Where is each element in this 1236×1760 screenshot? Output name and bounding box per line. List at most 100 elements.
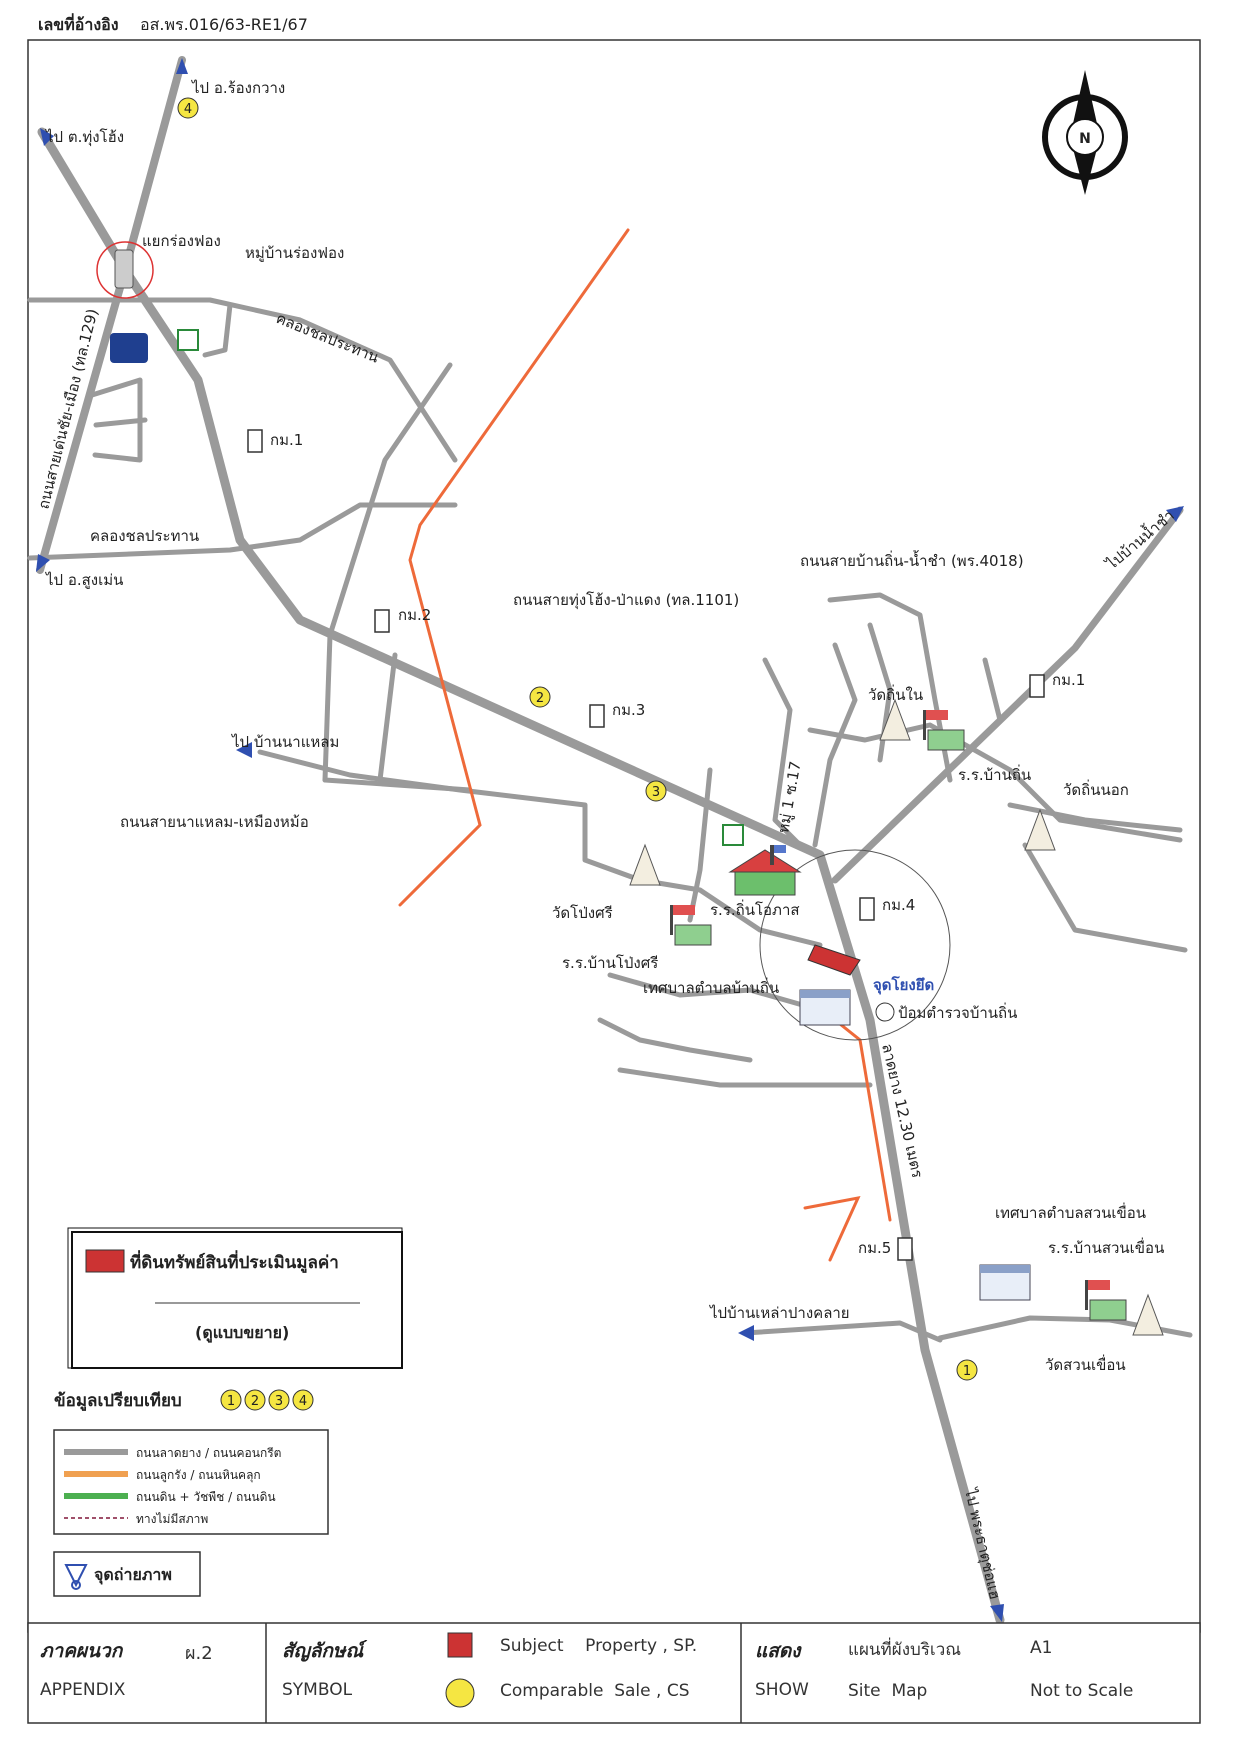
road-north-b [827, 592, 953, 783]
subject-legend-frame [67, 1227, 403, 1369]
km-post-icon [589, 704, 605, 728]
junction-ring [96, 241, 154, 299]
photo-point-label: จุดถ่ายภาพ [94, 1565, 172, 1585]
road-legend-box [53, 1429, 329, 1535]
km-post-icon [1029, 674, 1045, 698]
comparable-markers: 1 2 3 4 [177, 97, 978, 1381]
footer-appendix-th: ภาคผนวก [40, 1640, 123, 1662]
label-km1-b: กม.1 [1052, 671, 1085, 689]
road-na-laem [257, 749, 823, 948]
laterite-road-spur [803, 1195, 861, 1262]
km-post-icon [374, 609, 390, 633]
arrow-west-icon [236, 742, 252, 758]
comparable-4-number: 4 [184, 102, 192, 117]
comparable-marker[interactable] [956, 1359, 978, 1381]
arrow-northwest-icon [40, 128, 54, 146]
comparison-badge [292, 1389, 314, 1411]
label-school-thin-ophat: ร.ร.ถิ่นโอภาส [710, 899, 800, 919]
subject-legend-title: ที่ดินทรัพย์สินที่ประเมินมูลค่า [130, 1250, 339, 1274]
label-to-phrae: ไป พระธาตุช่อแฮ [960, 1486, 1004, 1602]
temple-icon [629, 843, 661, 886]
footer-comparable-text: Comparable Sale , CS [500, 1681, 690, 1701]
footer-subject-text: Subject Property , SP. [500, 1636, 698, 1656]
road-top [27, 297, 458, 463]
subject-legend-box [71, 1231, 403, 1369]
school-thin-ophat-icon [728, 845, 802, 896]
temple-icon [1024, 808, 1056, 851]
footer-map-en: Site Map [848, 1681, 928, 1701]
comparable-2-number: 2 [536, 691, 544, 706]
municipality-ban-thin-icon [799, 989, 851, 1026]
footer-show-th: แสดง [755, 1640, 801, 1662]
label-km4: กม.4 [882, 896, 915, 914]
arrow-southwest-icon [36, 554, 50, 572]
road-sw-c [617, 1067, 873, 1088]
arrow-south-icon [990, 1604, 1004, 1622]
label-school-ban-thin: ร.ร.บ้านถิ่น [958, 764, 1031, 784]
comparison-badge [220, 1389, 242, 1411]
arrow-northeast-icon [1166, 506, 1184, 522]
subject-legend-subtitle: (ดูแบบขยาย) [195, 1323, 289, 1344]
seven-eleven-icon [177, 329, 199, 351]
label-wat-pong-si: วัดโป่งศรี [552, 904, 613, 922]
road-spur [202, 302, 233, 358]
label-to-rong-kwang: ไป อ.ร้องกวาง [191, 79, 285, 97]
road-network [27, 56, 1193, 1625]
camera-point-icon [71, 1580, 81, 1590]
road-north-c [812, 642, 858, 848]
road-legend-label: ถนนดิน + วัชพืช / ถนนดิน [136, 1490, 276, 1504]
traffic-light-icon [114, 249, 134, 289]
km-post-icon [247, 429, 263, 453]
label-to-ban-lao-pang-khlai: ไปบ้านเหล่าปางคลาย [709, 1304, 850, 1322]
seven-eleven-icon [722, 824, 744, 846]
road-north-a [762, 657, 803, 848]
subject-parcel-icon[interactable] [807, 944, 861, 976]
comparison-badge-1: 1 [227, 1394, 235, 1409]
label-school-suan-khuean: ร.ร.บ้านสวนเขื่อน [1048, 1237, 1164, 1257]
label-rong-fong-junction: แยกร่องฟอง [142, 232, 221, 250]
label-road-4018: ถนนสายบ้านถิ่น-น้ำชำ (พร.4018) [800, 550, 1024, 570]
road-east-b [1007, 802, 1183, 833]
arrow-north-icon [176, 58, 188, 74]
comparison-badge [268, 1389, 290, 1411]
comparison-badge-4: 4 [299, 1394, 307, 1409]
road-east-c [1022, 842, 1188, 953]
road-legend-label: ถนนลูกรัง / ถนนหินคลุก [136, 1468, 261, 1483]
footer-symbol-th: สัญลักษณ์ [282, 1640, 364, 1662]
temple-icon [1132, 1293, 1164, 1336]
comparison-badge-3: 3 [275, 1394, 283, 1409]
laterite-roads [398, 228, 892, 1262]
reference-label: เลขที่อ้างอิง [38, 13, 119, 34]
road-4018 [831, 506, 1184, 884]
label-wat-thin-nai: วัดถิ่นใน [868, 684, 923, 704]
label-rong-fong-village: หมู่บ้านร่องฟอง [245, 244, 344, 262]
canal-road [27, 502, 458, 561]
arrow-west-icon [738, 1325, 754, 1341]
footer-map-th: แผนที่ผังบริเวณ [848, 1640, 962, 1660]
road-sw-a [607, 972, 823, 1013]
km-posts [247, 429, 1045, 1261]
road-north-e [982, 657, 1003, 723]
comparable-marker[interactable] [177, 97, 199, 119]
footer-table [27, 1622, 1201, 1724]
label-wat-thin-nok: วัดถิ่นนอก [1063, 779, 1129, 799]
comparable-symbol-icon [445, 1678, 475, 1708]
comparison-label: ข้อมูลเปรียบเทียบ [54, 1390, 182, 1412]
label-canal-2: คลองชลประทาน [90, 527, 199, 545]
school-flag-icons [670, 710, 1127, 1321]
municipality-suan-khuean-icon [979, 1264, 1031, 1301]
comparable-marker[interactable] [529, 686, 551, 708]
road-lao-pang [742, 1320, 943, 1343]
reference-code: อส.พร.016/63-RE1/67 [140, 15, 308, 34]
subject-swatch-icon [85, 1249, 125, 1273]
gas-station-icon [110, 333, 148, 363]
camera-view-icon [64, 1564, 88, 1588]
km-post-icon [897, 1237, 913, 1261]
north-arrow-icon: N [1042, 70, 1128, 195]
label-km1-a: กม.1 [270, 431, 303, 449]
comparable-marker[interactable] [645, 780, 667, 802]
label-canal-1: คลองชลประทาน [274, 309, 382, 367]
label-police-box: ป้อมตำรวจบ้านถิ่น [898, 1002, 1017, 1022]
laterite-road-main [398, 228, 630, 907]
label-school-pong-si: ร.ร.บ้านโป่งศรี [562, 954, 658, 972]
